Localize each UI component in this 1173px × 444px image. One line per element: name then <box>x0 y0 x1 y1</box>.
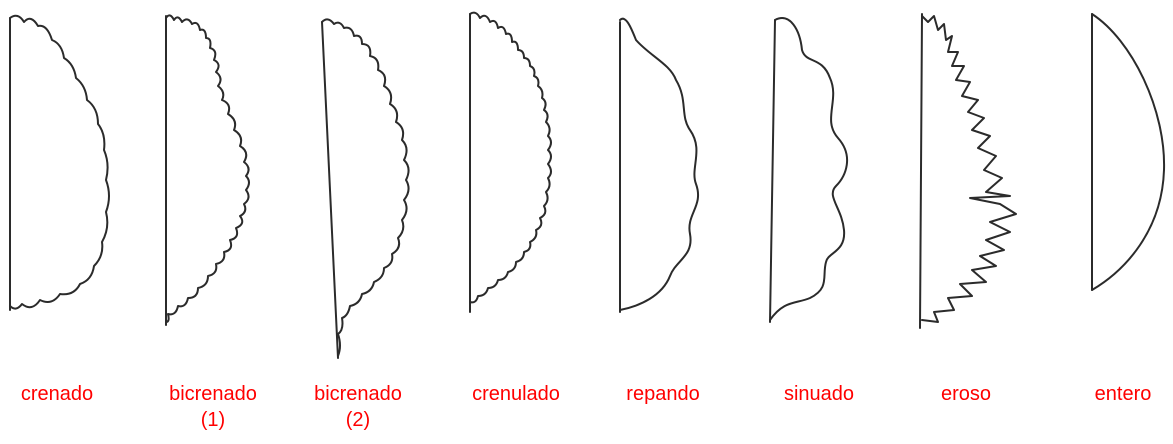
entero-shape <box>1091 13 1166 291</box>
entero-margin <box>1091 13 1166 291</box>
label-crenado: crenado <box>20 383 94 405</box>
sinuado-margin <box>769 17 849 321</box>
label-sinuado: sinuado <box>783 383 855 405</box>
crenulado-shape <box>469 11 552 313</box>
label-bicrenado-1: bicrenado <box>169 383 257 405</box>
bicrenado-2-midrib <box>321 21 339 359</box>
label-bicrenado-2: bicrenado <box>314 383 402 405</box>
crenulado-margin <box>469 11 552 304</box>
crenado-shape <box>9 14 110 311</box>
bicrenado-1-margin <box>165 14 250 323</box>
label-bicrenado-1-number: (1) <box>200 409 226 431</box>
eroso-margin <box>921 15 1017 323</box>
label-entero: entero <box>1094 383 1152 405</box>
label-eroso: eroso <box>940 383 992 405</box>
bicrenado-2-margin <box>321 18 410 357</box>
repando-margin <box>619 17 699 311</box>
label-bicrenado-2-number: (2) <box>345 409 371 431</box>
label-crenulado: crenulado <box>472 383 560 405</box>
bicrenado-2-shape <box>321 18 410 359</box>
eroso-midrib <box>919 13 923 329</box>
sinuado-midrib <box>769 19 776 323</box>
bicrenado-1-shape <box>165 14 250 326</box>
sinuado-shape <box>769 17 849 323</box>
repando-shape <box>619 17 699 313</box>
eroso-shape <box>919 13 1017 329</box>
crenado-margin <box>9 14 110 310</box>
label-repando: repando <box>626 383 700 405</box>
